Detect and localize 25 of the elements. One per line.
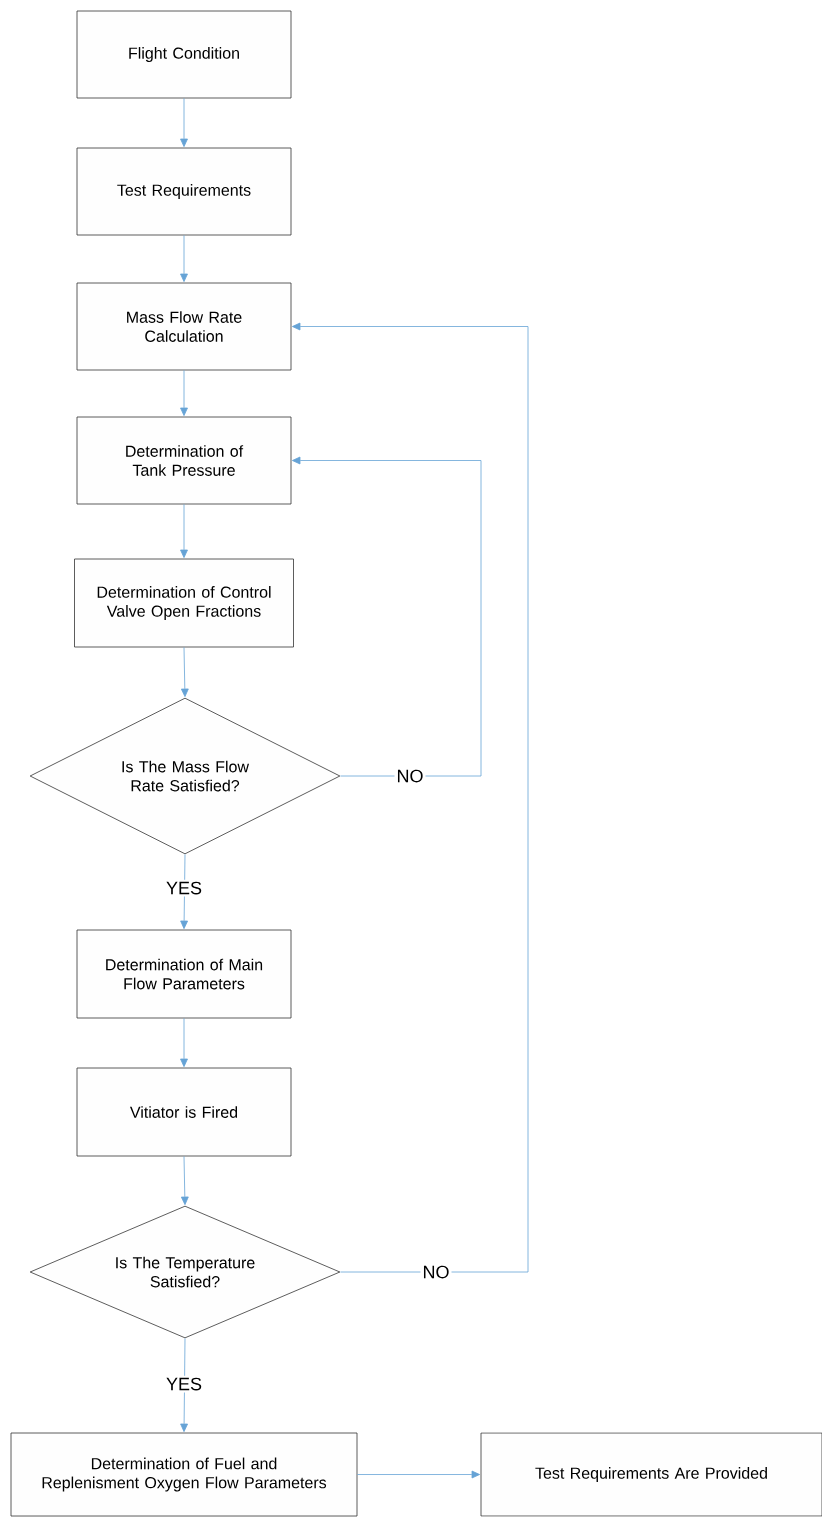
edge-label: YES: [164, 879, 204, 897]
arrow: [180, 647, 189, 697]
process-box: Determination of Control Valve Open Fractions: [74, 558, 294, 648]
arrow: [180, 1156, 189, 1206]
process-box: Determination of Fuel and Replenisment Oxygen Flow Parameters: [10, 1432, 358, 1517]
edge-label: NO: [394, 767, 426, 785]
arrow: [292, 322, 529, 1273]
arrow: [180, 504, 188, 558]
arrow: [180, 1338, 188, 1433]
arrow: [180, 854, 188, 930]
process-box: Determination of Main Flow Parameters: [76, 929, 292, 1019]
arrow: [180, 235, 188, 282]
arrow: [180, 1018, 188, 1068]
arrow: [292, 456, 482, 777]
process-box: Vitiator is Fired: [76, 1067, 292, 1157]
edge-label: YES: [164, 1375, 204, 1393]
process-box: Mass Flow Rate Calculation: [76, 282, 292, 371]
process-box: Flight Condition: [76, 10, 292, 99]
arrow: [357, 1470, 480, 1479]
process-box: Test Requirements Are Provided: [480, 1432, 822, 1517]
process-box: Determination of Tank Pressure: [76, 416, 292, 505]
arrow: [180, 98, 188, 147]
arrow: [180, 370, 188, 416]
edge-label: NO: [420, 1263, 452, 1281]
process-box: Test Requirements: [76, 147, 292, 236]
